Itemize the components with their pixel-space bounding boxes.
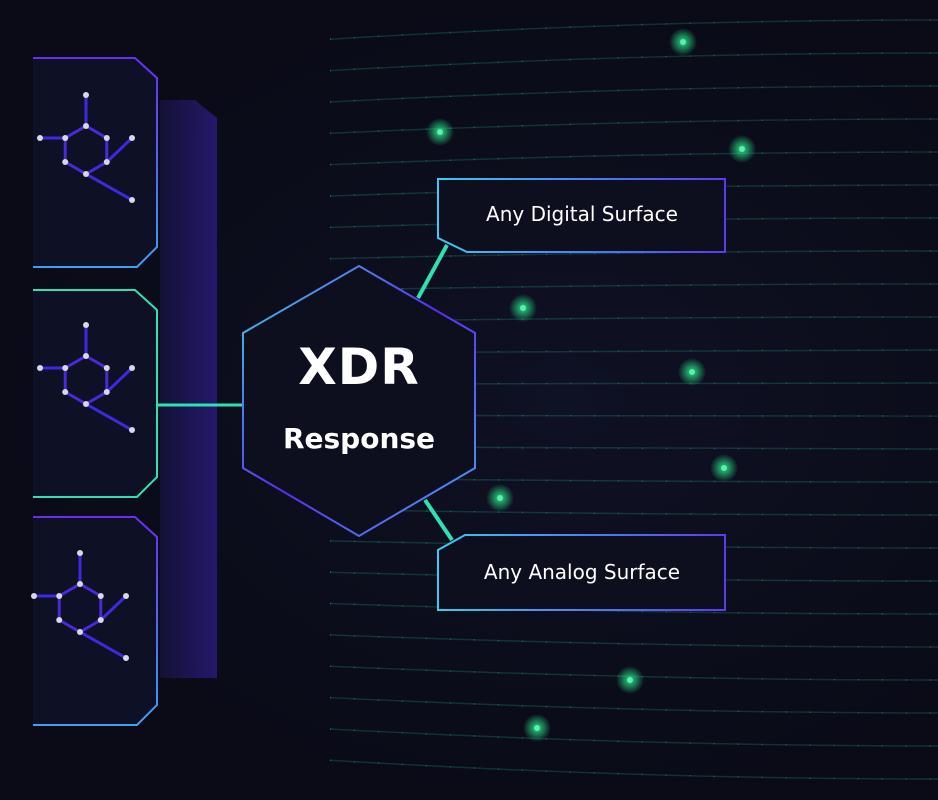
molecule-atom [123,655,129,661]
glow-dot-core [721,465,727,471]
molecule-bond [64,160,87,176]
molecule-atom [103,365,110,371]
flow-line [329,759,938,780]
molecule-bond [85,160,108,176]
center-title: XDR [298,338,420,396]
flow-line [329,19,938,40]
glow-dot-core [534,725,540,731]
molecule-atom [129,135,135,141]
molecule-icons [31,92,135,661]
molecule-atom [37,135,43,141]
flow-line [329,728,938,747]
flow-line [329,696,938,714]
molecule-bond [58,618,81,634]
molecule-atom [97,617,104,623]
molecule-atom [37,365,43,371]
molecule-bond [85,390,108,406]
molecule-bond [79,618,102,634]
analog-surface-label: Any Analog Surface [483,560,681,584]
analog-box [437,534,726,611]
flow-line [329,118,938,135]
flow-line [329,508,938,516]
molecule-bond [58,582,81,598]
molecule-bond [64,354,87,370]
molecule-atom [123,593,129,599]
molecule-atom [83,353,89,359]
flow-line [329,634,938,648]
molecule-atom [83,92,89,98]
flow-line [329,85,938,103]
flow-line [329,283,938,291]
center-subtitle: Response [282,422,436,455]
glow-dot-core [627,677,633,683]
glow-dot-core [739,146,745,152]
molecule-bond [85,124,108,140]
molecule-atom [31,593,37,599]
flow-line [329,52,938,72]
glow-dot-core [520,305,526,311]
molecule-atom [77,550,83,556]
molecule-bond [85,402,133,432]
molecule-atom [56,617,63,623]
glow-dot-core [437,129,443,135]
molecule-bond [64,390,87,406]
molecule-bond [79,582,102,598]
card-2 [33,289,158,498]
flow-line [329,602,938,615]
digital-box [437,178,726,253]
molecule-atom [83,401,89,407]
molecule-atom [83,171,89,177]
molecule-atom [62,135,69,141]
glow-dot-core [497,495,503,501]
molecule-atom [103,389,110,395]
digital-surface-label: Any Digital Surface [486,202,678,226]
flow-line [329,151,938,166]
molecule-atom [83,123,89,129]
glow-dot-core [680,39,686,45]
molecule-bond [85,354,108,370]
card-1 [33,57,158,268]
xdr-hexagon [242,264,476,538]
molecule-atom [83,322,89,328]
molecule-atom [77,629,83,635]
molecule-atom [103,135,110,141]
molecule-bond [105,366,134,394]
molecule-atom [62,365,69,371]
molecule-atom [129,365,135,371]
molecule-bond [85,172,133,202]
molecule-atom [77,581,83,587]
glow-dot-core [689,369,695,375]
molecule-atom [62,159,69,165]
molecule-atom [103,159,110,165]
back-panel [160,100,217,678]
molecule-atom [129,197,135,203]
molecule-bond [99,594,128,622]
molecule-atom [97,593,104,599]
connector-digital [416,244,449,299]
molecule-atom [62,389,69,395]
molecule-atom [56,593,63,599]
molecule-bond [79,630,127,660]
molecule-bond [105,136,134,164]
card-3 [33,516,158,726]
molecule-bond [64,124,87,140]
connector-analog [423,498,454,542]
molecule-atom [129,427,135,433]
